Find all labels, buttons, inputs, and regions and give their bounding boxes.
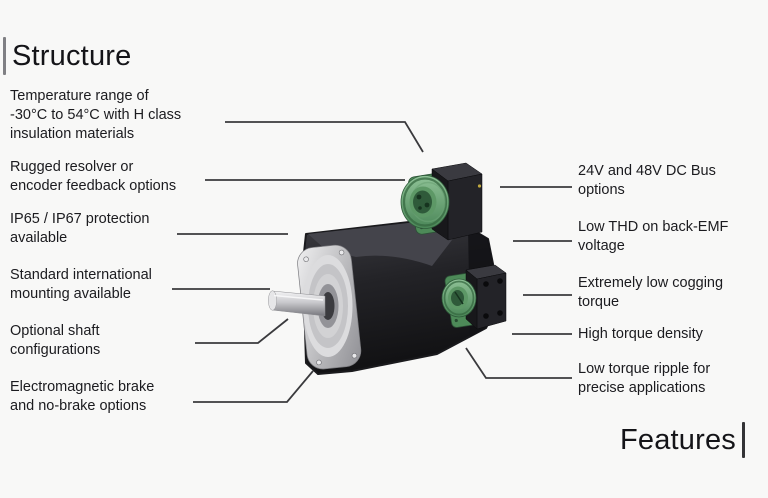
top-connector	[400, 162, 483, 241]
label-dc-bus: 24V and 48V DC Bus options	[578, 163, 716, 198]
features-title: Features	[619, 423, 736, 456]
side-connector	[441, 264, 507, 330]
heading-structure: Structure	[3, 37, 131, 75]
label-temperature-range: Temperature range of -30°C to 54°C with …	[10, 88, 182, 142]
label-brake-options: Electromagnetic brake and no-brake optio…	[10, 379, 155, 414]
label-shaft-configurations: Optional shaft configurations	[10, 323, 101, 358]
callout-line-brake	[193, 370, 314, 403]
callout-lines	[172, 121, 572, 403]
callout-line-temperature	[225, 121, 424, 153]
features-accent-bar	[742, 422, 745, 458]
label-cogging-torque: Extremely low cogging torque	[578, 275, 724, 310]
callout-line-ripple	[465, 347, 572, 379]
label-mounting: Standard international mounting availabl…	[10, 267, 152, 302]
heading-features: Features	[620, 422, 745, 458]
label-low-thd: Low THD on back-EMF voltage	[578, 219, 729, 254]
structure-accent-bar	[3, 37, 6, 75]
label-feedback-options: Rugged resolver or encoder feedback opti…	[10, 159, 177, 194]
label-ip-protection: IP65 / IP67 protection available	[10, 211, 150, 246]
structure-title: Structure	[12, 39, 132, 72]
servo-motor-illustration	[268, 162, 507, 375]
motor-shaft	[268, 290, 326, 317]
label-torque-ripple: Low torque ripple for precise applicatio…	[578, 361, 711, 396]
label-torque-density: High torque density	[578, 326, 703, 342]
callout-line-shaft	[195, 318, 289, 344]
